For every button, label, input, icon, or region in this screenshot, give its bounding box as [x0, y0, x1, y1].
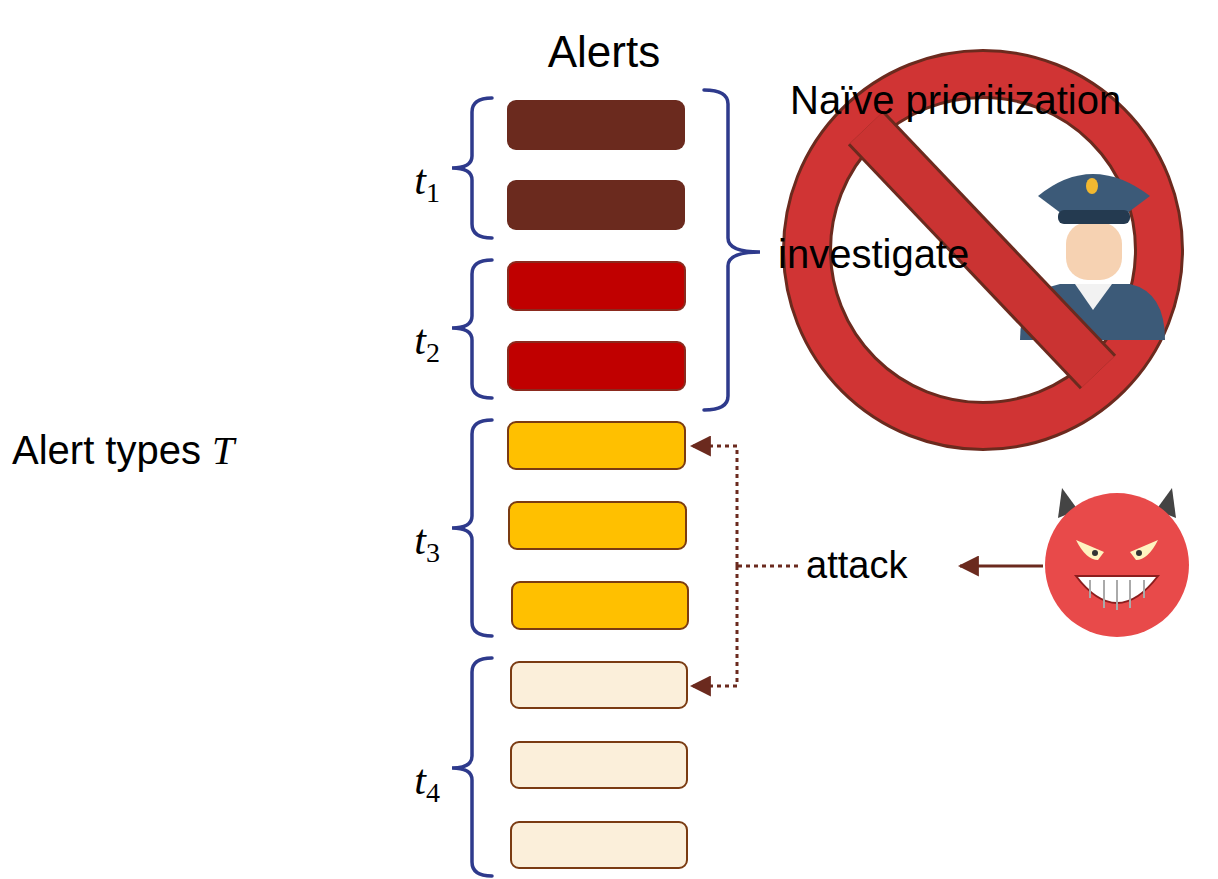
alert-box: [511, 662, 687, 708]
alert-boxes: [507, 100, 688, 868]
leader-line: [692, 446, 737, 566]
bracket: [452, 98, 492, 238]
action-label: investigate: [778, 231, 969, 277]
alert-box: [508, 262, 685, 310]
axis-label: Alert types T: [12, 427, 234, 474]
alert-box: [509, 502, 686, 549]
bracket: [452, 658, 492, 876]
type-label: t3: [414, 516, 440, 564]
alert-box: [511, 742, 687, 788]
alert-box: [507, 180, 685, 230]
type-label: t1: [414, 156, 440, 204]
alert-box: [507, 100, 685, 150]
bracket: [704, 90, 760, 410]
attacker-icon: [1045, 488, 1189, 637]
action-label: attack: [806, 544, 907, 588]
leader-line: [737, 565, 798, 568]
bracket: [452, 420, 492, 636]
banner-text: Naïve prioritization: [790, 77, 1121, 123]
alert-box: [508, 342, 685, 390]
attack-lines: [692, 446, 1043, 686]
alert-box: [511, 822, 687, 868]
heading: Alerts: [548, 27, 660, 78]
type-label: t4: [414, 756, 440, 804]
alert-box: [512, 582, 688, 629]
alert-box: [508, 422, 685, 469]
bracket: [452, 260, 492, 398]
brackets: [452, 90, 760, 876]
leader-line: [692, 566, 737, 686]
attack-arrow: [960, 565, 1043, 568]
type-label: t2: [414, 316, 440, 364]
